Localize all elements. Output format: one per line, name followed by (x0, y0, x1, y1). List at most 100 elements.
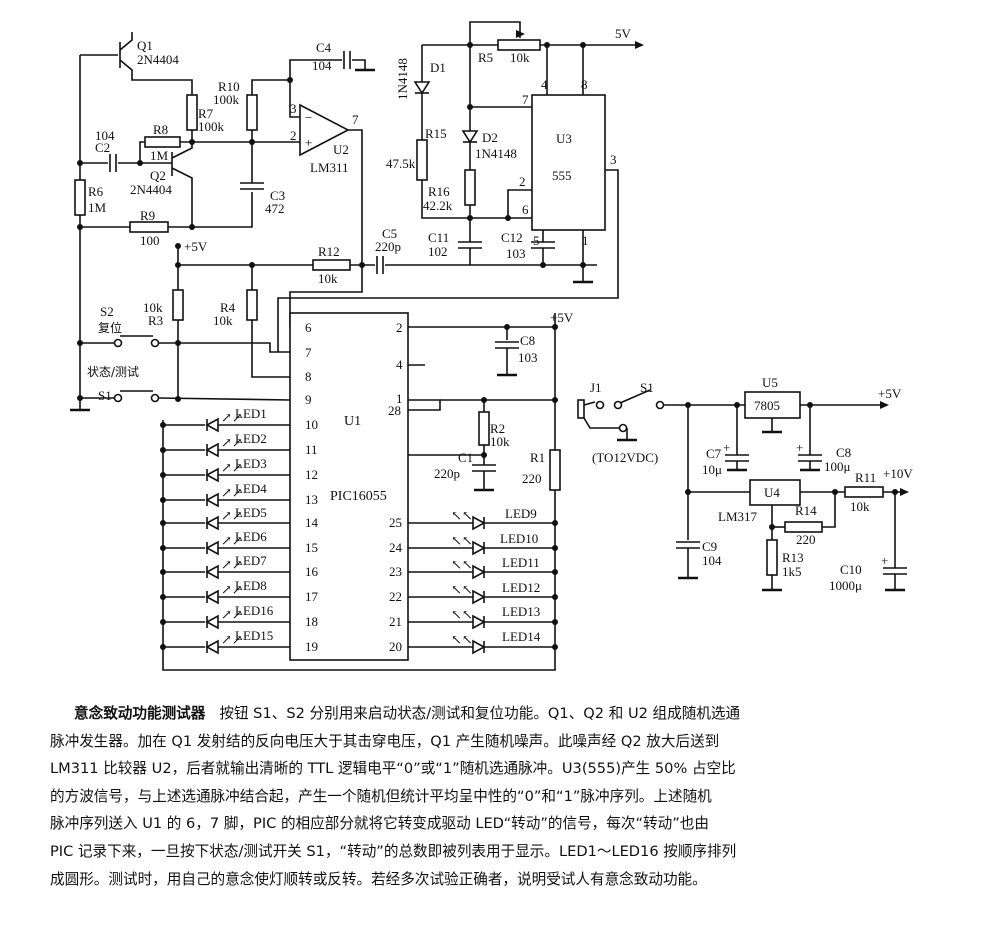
label-led3: LED3 (235, 456, 267, 471)
label-d1: D1 (430, 60, 446, 75)
label-r10: R10 (218, 79, 240, 94)
resistor (74, 179, 86, 216)
caption-line: PIC 记录下来，一旦按下状态/测试开关 S1，“转动”的总数即被列表用于显示。… (50, 842, 737, 860)
caption-line: 的方波信号，与上述选通脉冲结合起，产生一个随机但统计平均呈中性的“0”和“1”脉… (50, 787, 712, 805)
comparator-lm311 (299, 103, 350, 157)
junction-dot (160, 447, 166, 453)
label-led13: LED13 (502, 604, 540, 619)
led-light-icon: ↗↗ (221, 557, 243, 572)
ic-u3-555 (531, 94, 606, 231)
label-p555-5: 5 (533, 233, 540, 248)
wire (348, 129, 363, 265)
label-pl7: 7 (305, 345, 312, 360)
label-u3-type: 555 (552, 168, 572, 183)
junction-dot (552, 397, 558, 403)
label-pr2: 2 (396, 320, 403, 335)
label-q2-type: 2N4404 (130, 182, 172, 197)
arrow-icon (516, 30, 525, 38)
component-labels: −+↗↗↗↗↗↗↗↗↗↗↗↗↗↗↗↗↗↗↗↗↖↖↖↖↖↖↖↖↖↖↖↖+++Q12… (87, 26, 913, 654)
switch-contact (613, 400, 623, 410)
led-light-icon: ↗↗ (221, 607, 243, 622)
label-q1: Q1 (137, 38, 153, 53)
label-r5: R5 (478, 50, 493, 65)
junction-dot (160, 545, 166, 551)
caption-line: LM311 比较器 U2，后者就输出清晰的 TTL 逻辑电平“0”或“1”随机选… (50, 760, 736, 778)
label-led7: LED7 (235, 553, 267, 568)
junction-dot (685, 489, 691, 495)
label-c2-val: 104 (95, 128, 115, 143)
junction-dot (175, 243, 181, 249)
label-c3-val: 472 (265, 201, 285, 216)
label-pl14: 14 (305, 515, 319, 530)
led-light-icon: ↗↗ (221, 533, 243, 548)
label-r16: R16 (428, 184, 450, 199)
label-led8: LED8 (235, 578, 267, 593)
label-r6: R6 (88, 184, 104, 199)
junction-dot (160, 497, 166, 503)
label-p555-3: 3 (610, 152, 617, 167)
junction-dot (467, 42, 473, 48)
junction-dot (580, 262, 586, 268)
resistor (844, 486, 884, 498)
arrow-icon (900, 488, 909, 496)
junction-dot (892, 489, 898, 495)
junction-dot (685, 402, 691, 408)
wire (251, 79, 290, 95)
junction-dot (552, 594, 558, 600)
label-q2: Q2 (150, 168, 166, 183)
wire (507, 189, 532, 218)
label-r5-val: 10k (510, 50, 530, 65)
junction-dot (552, 545, 558, 551)
label-p555-6: 6 (522, 202, 529, 217)
junction-dot (552, 644, 558, 650)
junction-dot (175, 396, 181, 402)
label-c7-val: 10μ (702, 462, 722, 477)
led-diode (205, 564, 219, 580)
led-light-icon: ↗↗ (221, 582, 243, 597)
led-diode (205, 614, 219, 630)
junction-dot (137, 160, 143, 166)
label-c2: C2 (95, 140, 110, 155)
polarity-plus: + (881, 553, 888, 568)
label-c12-val: 103 (506, 246, 526, 261)
resistor (246, 289, 258, 321)
label-u1-type: PIC16055 (330, 489, 387, 504)
label-u4-type: LM317 (718, 509, 758, 524)
label-d1-type: 1N4148 (395, 58, 410, 100)
label-p555-7: 7 (522, 92, 529, 107)
label-led4: LED4 (235, 481, 267, 496)
label-c11: C11 (428, 230, 449, 245)
label-pr22: 22 (389, 589, 402, 604)
wire (277, 169, 619, 352)
caption-line: 成圆形。测试时，用自己的意念使灯顺转或反转。若经多次试验正确者，说明受试人有意念… (50, 870, 707, 888)
resistor (766, 539, 778, 576)
cap-gap (798, 455, 822, 461)
wire (583, 417, 620, 429)
label-pl9: 9 (305, 392, 312, 407)
wire (251, 320, 290, 378)
label-c5-val: 220p (375, 239, 401, 254)
wire (469, 21, 521, 45)
label-c8a: C8 (520, 333, 535, 348)
resistor (246, 94, 258, 131)
label-r8: R8 (153, 122, 168, 137)
label-r7: R7 (198, 106, 214, 121)
polarity-plus: + (796, 440, 803, 455)
label-led2: LED2 (235, 431, 267, 446)
caption-line: 脉冲发生器。加在 Q1 发射结的反向电压大于其击穿电压，Q1 产生随机噪声。此噪… (50, 732, 720, 750)
label-r2: R2 (490, 421, 505, 436)
junction-dot (832, 489, 838, 495)
label-pl19: 19 (305, 639, 318, 654)
resistor (784, 521, 823, 533)
label-vout10: +10V (883, 466, 913, 481)
wire (289, 80, 300, 118)
resistor (186, 94, 198, 131)
junction-dot (807, 402, 813, 408)
led-light-icon: ↗↗ (221, 632, 243, 647)
junction-dot (189, 139, 195, 145)
label-r15: R15 (425, 126, 447, 141)
label-c7: C7 (706, 446, 722, 461)
label-r7-val: 100k (198, 119, 225, 134)
label-r15-val: 47.5k (386, 156, 416, 171)
junction-dot (481, 452, 487, 458)
